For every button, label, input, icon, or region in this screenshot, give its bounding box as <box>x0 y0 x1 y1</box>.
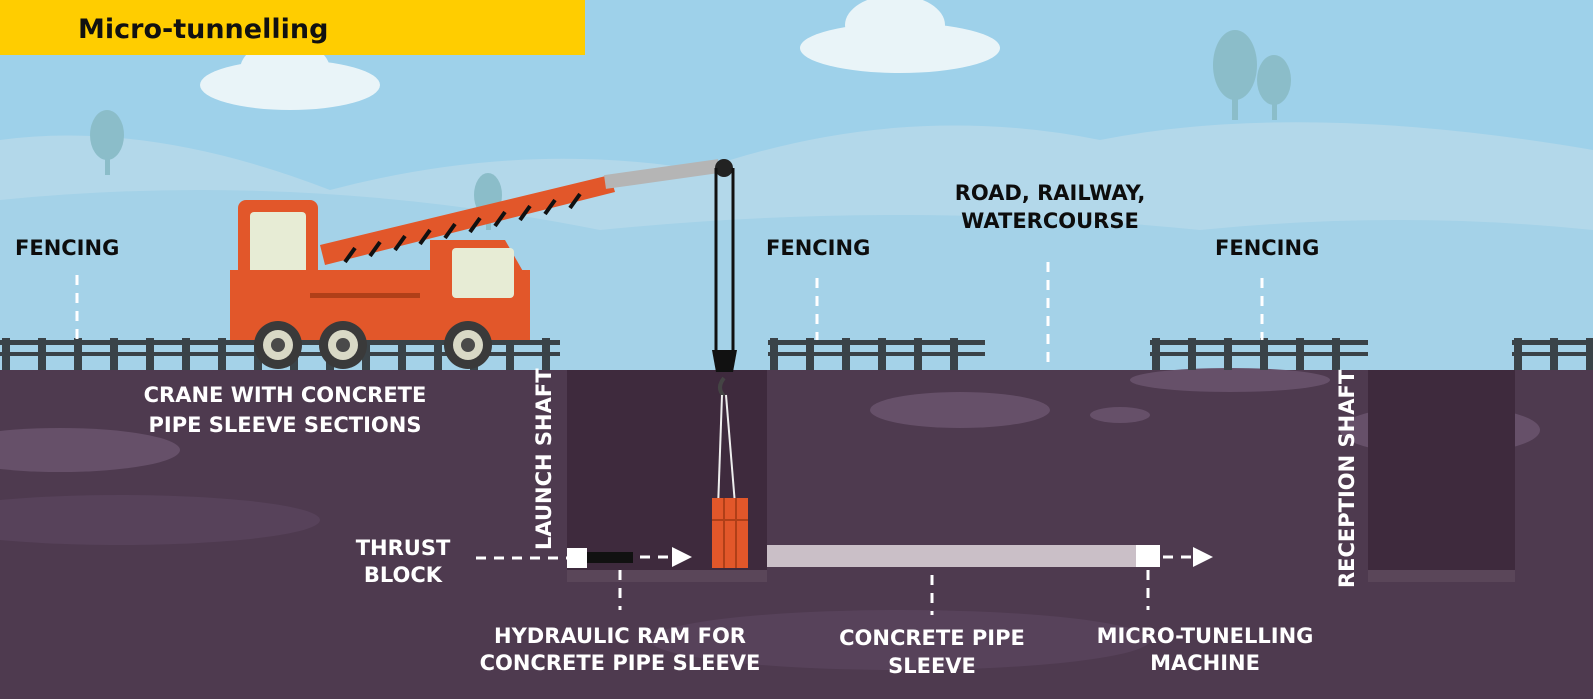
reception-shaft-label: RECEPTION SHAFT <box>1335 369 1359 588</box>
micro-tunnelling-machine <box>1136 545 1160 567</box>
reception-shaft-floor <box>1368 570 1515 582</box>
arrow-head-icon <box>672 547 692 567</box>
fence-post <box>1260 338 1268 370</box>
cloud <box>800 0 1000 73</box>
thrust-block-label: THRUST <box>356 536 451 560</box>
fence-post <box>878 338 886 370</box>
fence-post <box>842 338 850 370</box>
fencing-label: FENCING <box>766 236 870 260</box>
pipe-sleeve-label: SLEEVE <box>888 654 976 678</box>
road-label: ROAD, RAILWAY, <box>955 181 1146 205</box>
fence-post <box>1224 338 1232 370</box>
launch-shaft-floor <box>567 570 767 582</box>
crane-truck <box>230 159 720 369</box>
tree-icon <box>90 30 1291 230</box>
fence-post <box>542 338 550 370</box>
fence-post <box>2 338 10 370</box>
fence-post <box>1550 338 1558 370</box>
crane-hook <box>712 159 741 566</box>
fence-post <box>1332 338 1340 370</box>
thrust-block <box>567 548 587 568</box>
fence-post <box>506 338 514 370</box>
fence-post <box>38 338 46 370</box>
fence-post <box>806 338 814 370</box>
pipe-sleeve-label: CONCRETE PIPE <box>839 626 1025 650</box>
hydraulic-ram-label: CONCRETE PIPE SLEEVE <box>480 651 761 675</box>
thrust-block-label: BLOCK <box>364 563 443 587</box>
fencing-label: FENCING <box>1215 236 1319 260</box>
fence-post <box>1514 338 1522 370</box>
fence-post <box>218 338 226 370</box>
fence-post <box>1152 338 1160 370</box>
fence-post <box>950 338 958 370</box>
road-label: WATERCOURSE <box>961 209 1139 233</box>
fence-post <box>146 338 154 370</box>
fence-post <box>110 338 118 370</box>
fence-post <box>182 338 190 370</box>
fence-post <box>914 338 922 370</box>
concrete-pipe-sleeve <box>767 545 1140 567</box>
page-title: Micro-tunnelling <box>78 14 328 45</box>
hydraulic-ram <box>587 552 633 563</box>
title-bar <box>0 0 585 55</box>
machine-label: MACHINE <box>1150 651 1260 675</box>
fence-post <box>398 338 406 370</box>
pipe-section <box>712 498 748 568</box>
fence-post <box>74 338 82 370</box>
fence-post <box>362 338 370 370</box>
fence-post <box>1586 338 1593 370</box>
hydraulic-ram-label: HYDRAULIC RAM FOR <box>494 624 746 648</box>
machine-label: MICRO-TUNELLING <box>1097 624 1314 648</box>
arrow-head-icon <box>1193 547 1213 567</box>
reception-shaft <box>1368 370 1515 580</box>
fence-post <box>1188 338 1196 370</box>
fence-post <box>1296 338 1304 370</box>
fencing-label: FENCING <box>15 236 119 260</box>
fence-post <box>770 338 778 370</box>
fence-post <box>434 338 442 370</box>
crane-label: PIPE SLEEVE SECTIONS <box>149 413 422 437</box>
crane-label: CRANE WITH CONCRETE <box>144 383 427 407</box>
launch-shaft-label: LAUNCH SHAFT <box>532 368 556 550</box>
